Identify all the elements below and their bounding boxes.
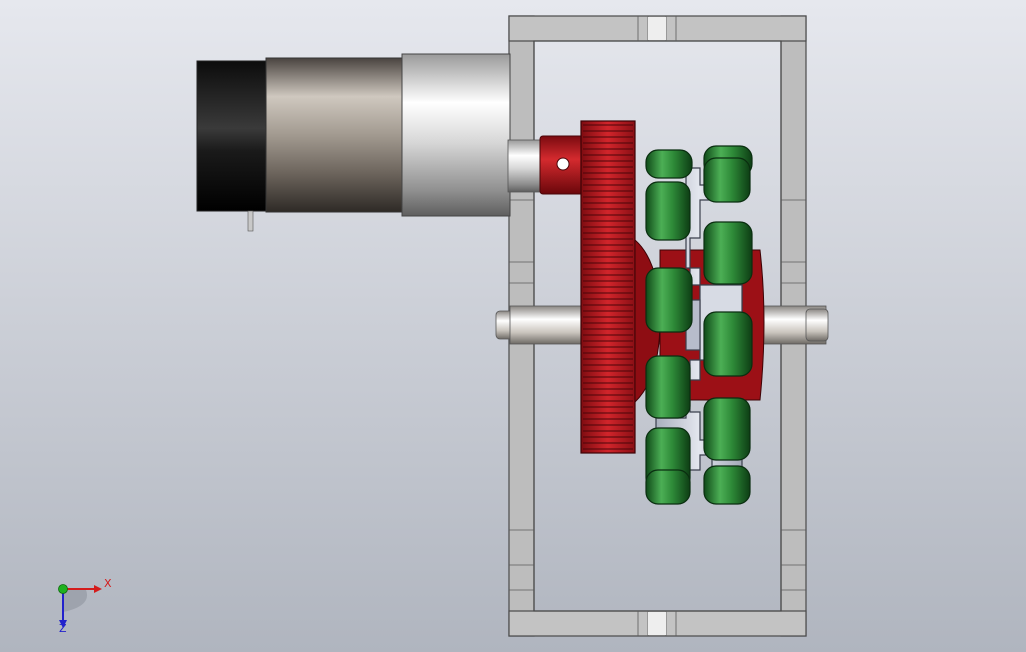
frame-bottom-highlight [648,612,666,635]
triad-z-label: Z [59,622,67,635]
omni-roller [703,397,751,461]
omni-roller [645,267,693,333]
motor-terminal-pin [247,210,254,232]
motor-gearbox [401,53,511,217]
triad-z-arrow [59,620,67,628]
coordinate-triad: X Z [58,577,112,635]
omni-roller [703,221,753,285]
omni-roller [645,181,691,241]
triad-shadow [63,590,88,612]
shaft-right-end [805,308,829,342]
omni-wheel[interactable] [645,145,765,505]
omni-roller [645,355,691,419]
motor-body [265,57,405,213]
pinion-coupler[interactable] [539,135,585,195]
omni-roller [703,157,751,203]
omni-roller [645,469,691,505]
omni-roller [703,311,753,377]
frame-top-highlight [648,17,666,40]
drive-motor[interactable] [196,53,545,232]
coupler-set-screw-hole [556,157,570,171]
motor-output-collar [507,139,545,193]
triad-x-arrow [94,585,102,593]
motor-end-cap [196,60,268,212]
wheel-rollers [645,145,753,505]
triad-x-label: X [104,577,112,590]
triad-y-axis-dot [58,584,68,594]
omni-roller [703,465,751,505]
omni-roller [645,149,693,179]
gear-teeth [583,124,633,450]
